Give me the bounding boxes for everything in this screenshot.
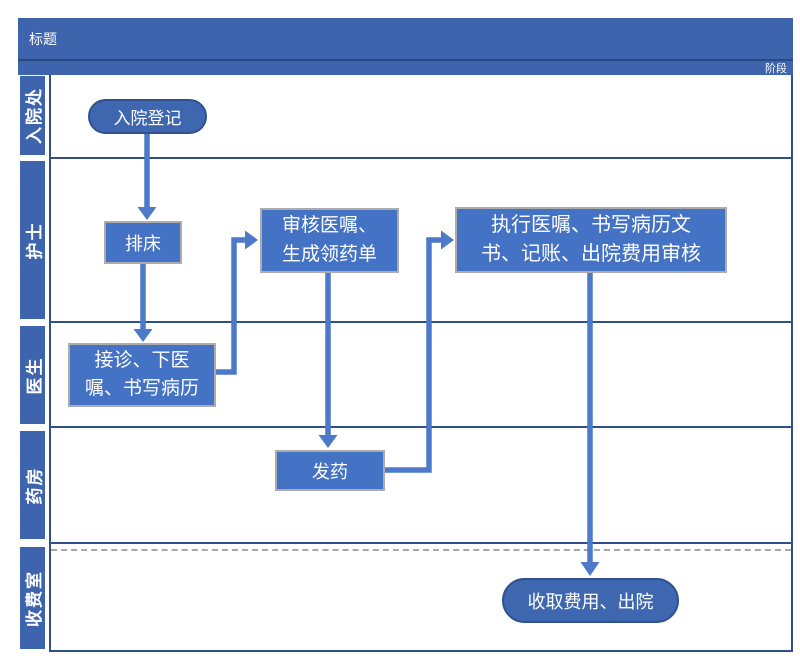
lane-label-billing: 收费室: [20, 547, 45, 649]
lane-label-nurse: 护士: [20, 161, 45, 319]
phase-strip: 阶段: [18, 59, 793, 75]
arrowhead-to-review: [245, 230, 258, 250]
node-review-orders[interactable]: 审核医嘱、 生成领药单: [260, 208, 399, 273]
lane-label-text: 入院处: [25, 87, 44, 144]
arrowhead-to-execute: [441, 230, 454, 250]
node-label-line: 发药: [312, 461, 348, 482]
node-collect-fees-discharge[interactable]: 收取费用、出院: [502, 578, 679, 623]
lane-label-text: 药房: [25, 466, 44, 504]
node-label-line: 执行医嘱、书写病历文: [491, 214, 691, 236]
lane-label-text: 收费室: [25, 569, 44, 627]
lane-label-text: 医生: [25, 356, 44, 394]
node-label-line: 入院登记: [113, 109, 182, 128]
node-dispense-medication[interactable]: 发药: [275, 450, 385, 491]
node-consult-write-orders[interactable]: 接诊、下医 嘱、书写病历: [68, 343, 216, 407]
arrowhead-to-checkout: [580, 562, 600, 576]
node-label-line: 排床: [125, 233, 161, 254]
edge-dispense-to-execute: [384, 237, 442, 473]
diagram-title-bar: 标题: [18, 18, 793, 59]
node-bed-assignment[interactable]: 排床: [104, 221, 182, 264]
lane-label-admission: 入院处: [20, 76, 45, 155]
lane-divider-pharmacy-billing: [49, 542, 793, 544]
node-label-line: 生成领药单: [281, 243, 377, 265]
lane-left-border: [49, 75, 51, 652]
edge-consult-to-review: [214, 237, 246, 375]
arrowhead-to-dispense: [318, 435, 338, 448]
phase-label: 阶段: [765, 63, 787, 75]
lane-label-pharmacy: 药房: [20, 431, 45, 539]
node-label-line: 书、记账、出院费用审核: [481, 243, 701, 265]
node-execute-orders[interactable]: 执行医嘱、书写病历文 书、记账、出院费用审核: [455, 207, 727, 273]
node-admission-registration[interactable]: 入院登记: [88, 99, 207, 134]
node-label-line: 嘱、书写病历: [84, 378, 199, 399]
arrowhead-to-bed: [137, 207, 157, 220]
node-label-line: 审核医嘱、: [281, 215, 377, 236]
node-label-line: 收取费用、出院: [527, 591, 654, 612]
lane-label-text: 护士: [25, 221, 44, 259]
lane-label-doctor: 医生: [20, 326, 45, 424]
lane-right-border: [791, 75, 793, 652]
node-label-line: 接诊、下医: [94, 349, 190, 371]
diagram-title: 标题: [29, 30, 57, 47]
arrowhead-to-consult: [133, 329, 153, 342]
lane-divider-doctor-pharmacy: [49, 426, 793, 428]
lane-divider-admission-nurse: [49, 157, 793, 159]
billing-lane-dashed-separator: [51, 549, 791, 551]
lane-bottom-border: [49, 650, 793, 652]
lane-divider-nurse-doctor: [49, 321, 793, 323]
